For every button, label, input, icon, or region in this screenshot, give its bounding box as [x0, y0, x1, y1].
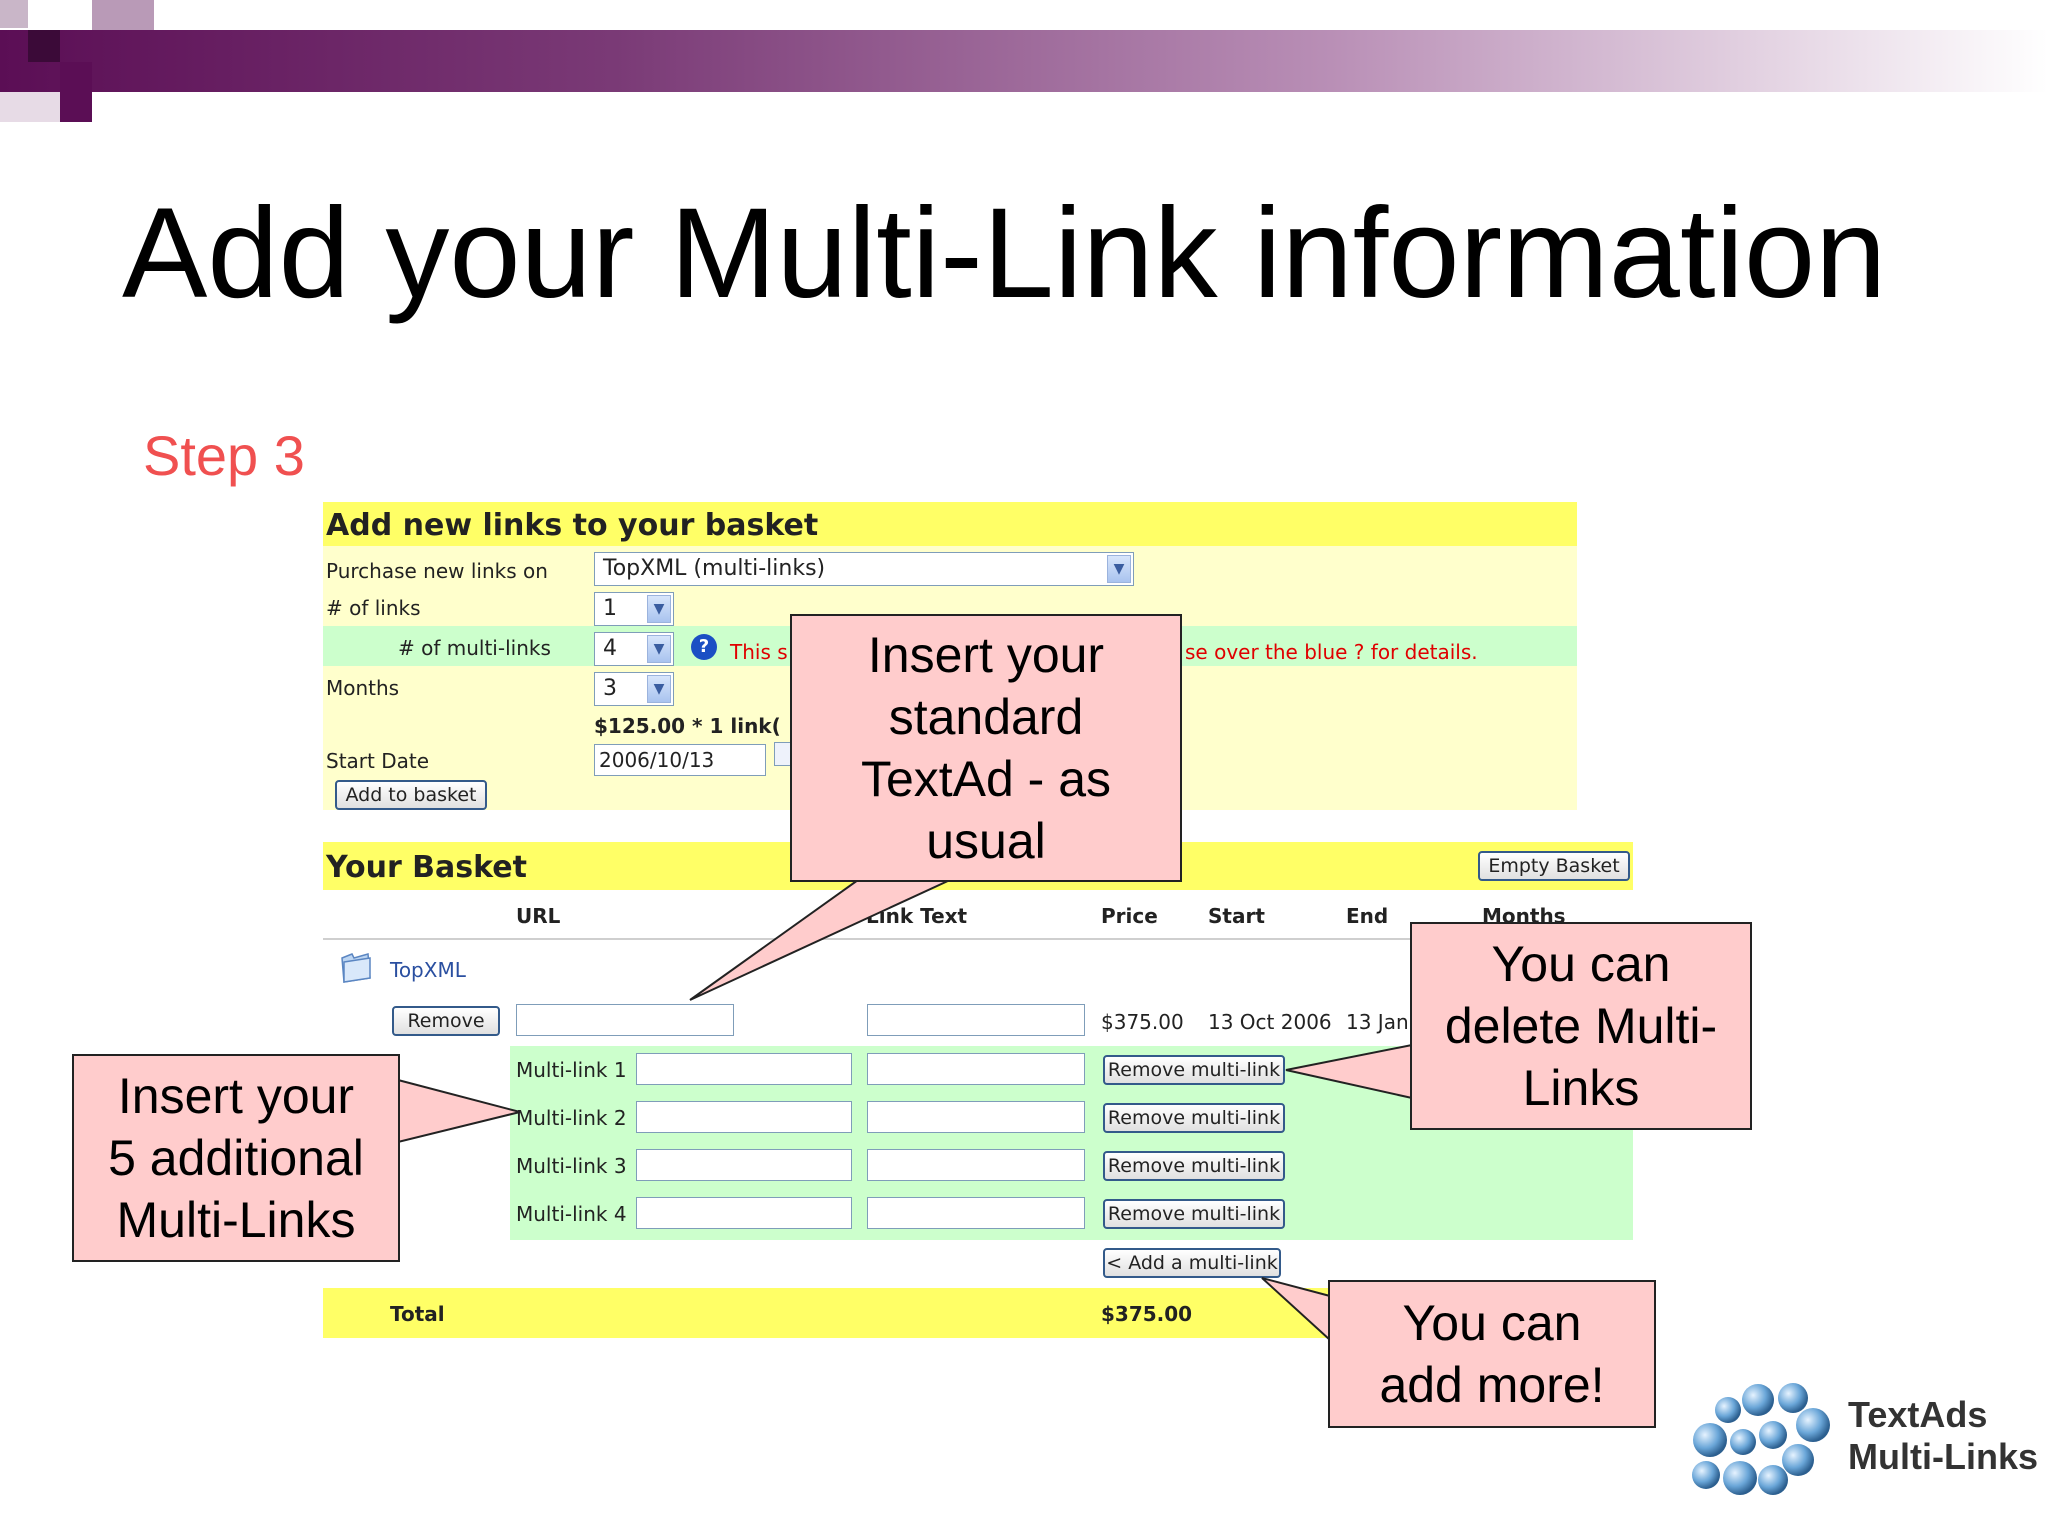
purchase-value: TopXML (multi-links) [603, 556, 826, 581]
basket-header: Your Basket [326, 850, 527, 885]
multilink-url-input[interactable] [636, 1197, 852, 1229]
site-link[interactable]: TopXML [390, 958, 466, 982]
total-bar [323, 1288, 1333, 1338]
decor-square [0, 0, 28, 28]
multilink-text-input[interactable] [867, 1101, 1085, 1133]
col-price: Price [1101, 904, 1158, 928]
remove-multilink-button[interactable]: Remove multi-link [1103, 1151, 1285, 1181]
remove-multilink-button[interactable]: Remove multi-link [1103, 1055, 1285, 1085]
callout-line: Links [1522, 1060, 1640, 1116]
col-url: URL [516, 904, 561, 928]
multilink-label: Multi-link 2 [516, 1106, 627, 1130]
start-date-value: 2006/10/13 [599, 748, 715, 772]
chevron-down-icon[interactable]: ▼ [1107, 555, 1131, 583]
logo-line-1: TextAds [1848, 1394, 1988, 1435]
months-select[interactable]: 3 ▼ [594, 672, 674, 706]
pointer-delete [1285, 1043, 1413, 1100]
add-to-basket-button[interactable]: Add to basket [335, 780, 487, 810]
num-links-select[interactable]: 1 ▼ [594, 592, 674, 626]
url-input[interactable] [516, 1004, 734, 1036]
callout-line: Insert your [117, 1068, 355, 1124]
num-multilinks-label: # of multi-links [398, 636, 551, 660]
link-text-input[interactable] [867, 1004, 1085, 1036]
textads-logo [1688, 1380, 1838, 1500]
price-calculation: $125.00 * 1 link( [594, 714, 781, 738]
notice-text-left: This s [730, 640, 788, 664]
start-date-input[interactable]: 2006/10/13 [594, 744, 766, 776]
callout-line: TextAd - as [860, 751, 1112, 807]
page-title: Add your Multi-Link information [122, 182, 1887, 325]
multilink-label: Multi-link 1 [516, 1058, 627, 1082]
pointer-additional [397, 1078, 521, 1144]
add-links-header-bar [323, 502, 1577, 546]
purchase-label: Purchase new links on [326, 559, 548, 583]
decor-square [92, 0, 154, 30]
total-value: $375.00 [1101, 1302, 1193, 1326]
remove-button[interactable]: Remove [392, 1006, 500, 1036]
callout-line: Insert your [867, 627, 1105, 683]
multilink-url-input[interactable] [636, 1053, 852, 1085]
step-label: Step 3 [143, 424, 305, 487]
callout-additional-multilinks: Insert your 5 additional Multi-Links [72, 1054, 400, 1262]
multilink-text-input[interactable] [867, 1149, 1085, 1181]
callout-add-more: You can add more! [1328, 1280, 1656, 1428]
callout-line: Multi-Links [116, 1192, 356, 1248]
logo-text: TextAds Multi-Links [1848, 1394, 2038, 1478]
empty-basket-button[interactable]: Empty Basket [1478, 851, 1630, 881]
months-value: 3 [603, 676, 617, 701]
callout-delete-multilinks: You can delete Multi- Links [1410, 922, 1752, 1130]
multilink-url-input[interactable] [636, 1101, 852, 1133]
months-label: Months [326, 676, 400, 700]
remove-multilink-button[interactable]: Remove multi-link [1103, 1199, 1285, 1229]
col-end: End [1346, 904, 1389, 928]
chevron-down-icon[interactable]: ▼ [647, 635, 671, 663]
num-links-label: # of links [326, 596, 421, 620]
multilink-label: Multi-link 4 [516, 1202, 627, 1226]
multilink-text-input[interactable] [867, 1053, 1085, 1085]
remove-multilink-button[interactable]: Remove multi-link [1103, 1103, 1285, 1133]
total-label: Total [390, 1302, 445, 1326]
chevron-down-icon[interactable]: ▼ [647, 675, 671, 703]
start-value: 13 Oct 2006 [1208, 1010, 1332, 1034]
col-start: Start [1208, 904, 1265, 928]
num-multilinks-select[interactable]: 4 ▼ [594, 632, 674, 666]
help-icon[interactable]: ? [691, 634, 717, 660]
decor-square [60, 62, 92, 122]
callout-line: standard [888, 689, 1084, 745]
callout-line: delete Multi- [1444, 998, 1718, 1054]
num-multilinks-value: 4 [603, 636, 617, 661]
callout-standard-textad: Insert your standard TextAd - as usual [790, 614, 1182, 882]
notice-text-right: se over the blue ? for details. [1185, 640, 1478, 664]
header-band [0, 30, 2048, 92]
callout-line: You can [1402, 1295, 1582, 1351]
callout-line: You can [1491, 936, 1671, 992]
price-value: $375.00 [1101, 1010, 1184, 1034]
chevron-down-icon[interactable]: ▼ [647, 595, 671, 623]
multilink-label: Multi-link 3 [516, 1154, 627, 1178]
decor-square [28, 30, 60, 62]
num-links-value: 1 [603, 596, 617, 621]
column-header-divider [323, 938, 1633, 940]
add-links-header: Add new links to your basket [326, 508, 819, 543]
callout-line: usual [926, 813, 1046, 869]
logo-line-2: Multi-Links [1848, 1436, 2038, 1477]
pointer-standard [689, 879, 951, 1001]
callout-line: add more! [1379, 1357, 1605, 1413]
multilink-text-input[interactable] [867, 1197, 1085, 1229]
multilink-url-input[interactable] [636, 1149, 852, 1181]
end-value: 13 Jan [1346, 1010, 1409, 1034]
callout-line: 5 additional [108, 1130, 364, 1186]
folder-icon [340, 950, 372, 984]
pointer-add-more [1261, 1277, 1331, 1343]
purchase-select[interactable]: TopXML (multi-links) ▼ [594, 552, 1134, 586]
add-multilink-button[interactable]: < Add a multi-link [1103, 1248, 1281, 1278]
decor-square [0, 92, 60, 122]
start-date-label: Start Date [326, 749, 430, 773]
